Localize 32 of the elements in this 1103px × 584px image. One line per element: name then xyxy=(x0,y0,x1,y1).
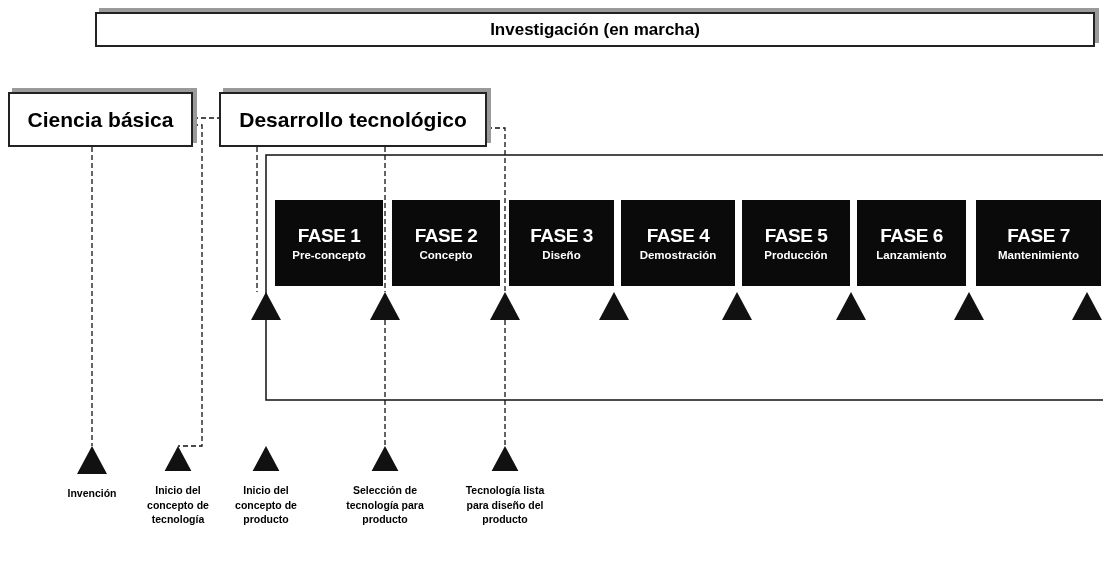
dashed-connector xyxy=(91,146,93,447)
phase-number: FASE 5 xyxy=(764,223,828,248)
dashed-connector xyxy=(256,146,258,293)
phase-name: Concepto xyxy=(419,247,473,263)
dashed-connector xyxy=(384,146,386,293)
dashed-connector xyxy=(384,319,386,447)
milestone-label: Selección de tecnología para producto xyxy=(345,483,425,526)
phase-number: FASE 6 xyxy=(880,223,943,248)
phase-name: Producción xyxy=(764,247,828,263)
milestone-label: Inicio del concepto de producto xyxy=(234,483,298,526)
milestone-label: Tecnología lista para diseño del producto xyxy=(464,483,546,526)
phase-box xyxy=(275,200,383,286)
phase-box xyxy=(621,200,735,286)
phase-number: FASE 7 xyxy=(1007,223,1070,248)
phase-box xyxy=(976,200,1101,286)
milestone-label: Invención xyxy=(67,486,117,501)
phase-number: FASE 3 xyxy=(530,223,593,248)
phase-box xyxy=(742,200,850,286)
phase-name: Pre-concepto xyxy=(292,247,366,263)
phase-number: FASE 1 xyxy=(297,223,361,248)
phase-box xyxy=(857,200,966,286)
phase-box xyxy=(509,200,614,286)
phase-box xyxy=(392,200,500,286)
dashed-connector xyxy=(504,319,506,447)
phase-name: Lanzamiento xyxy=(876,247,947,263)
phase-name: Diseño xyxy=(542,247,581,263)
phase-name: Demostración xyxy=(639,247,717,263)
phase-number: FASE 4 xyxy=(646,223,710,248)
dashed-connector xyxy=(177,124,203,447)
phase-number: FASE 2 xyxy=(414,223,478,248)
milestone-label: Inicio del concepto de tecnología xyxy=(146,483,210,526)
phase-name: Mantenimiento xyxy=(997,247,1080,263)
